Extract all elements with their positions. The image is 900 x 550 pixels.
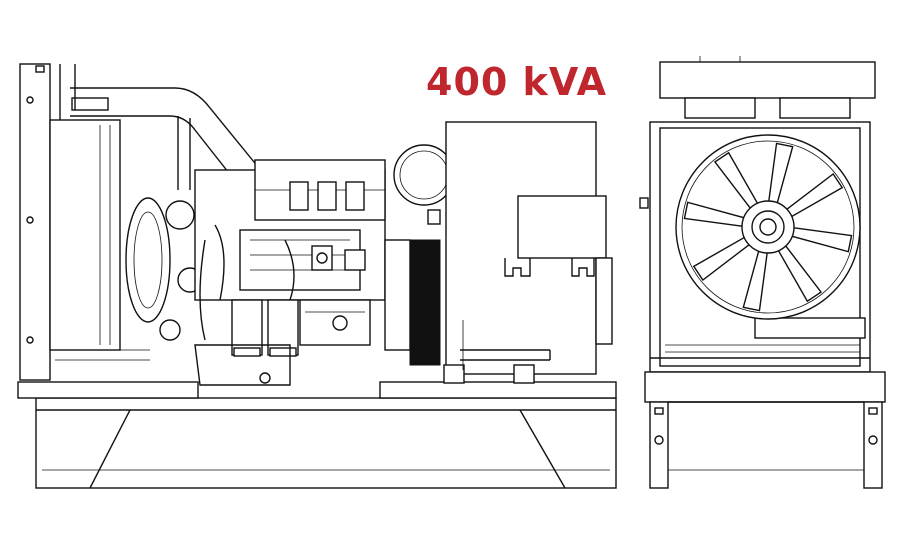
rating-label: 400 kVA: [426, 60, 608, 104]
generator-side-view-icon: [17, 63, 617, 489]
engine-block: [194, 159, 386, 341]
fan-pulley: [125, 197, 203, 341]
generator-front-view-icon: [639, 56, 886, 489]
fan-icon: [675, 134, 861, 320]
front-base: [644, 371, 886, 489]
radiator: [19, 63, 150, 381]
filters: [194, 299, 371, 386]
top-frame: [659, 61, 876, 99]
alternator: [443, 121, 613, 384]
base-frame: [17, 381, 617, 489]
flywheel-housing: [384, 239, 441, 366]
